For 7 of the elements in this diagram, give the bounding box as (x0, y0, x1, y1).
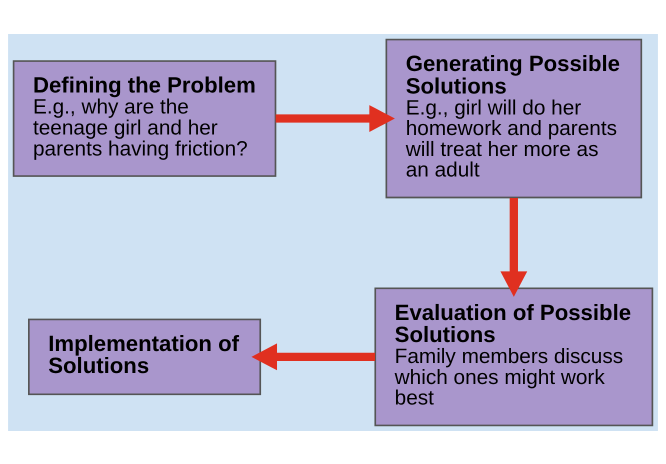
node-box: Defining the Problem E.g., why are the teenage girl and her parents having friction? (12, 60, 276, 176)
node-box: Implementation of Solutions (28, 318, 262, 395)
arrow (276, 104, 395, 132)
arrow (251, 342, 376, 370)
arrow (500, 197, 528, 296)
node-box: Evaluation of Possible Solutions Family members discuss which ones might work best (374, 286, 654, 426)
node-box: Generating Possible Solutions E.g., girl will do her homework and parents will treat her more as an adult (386, 38, 642, 198)
